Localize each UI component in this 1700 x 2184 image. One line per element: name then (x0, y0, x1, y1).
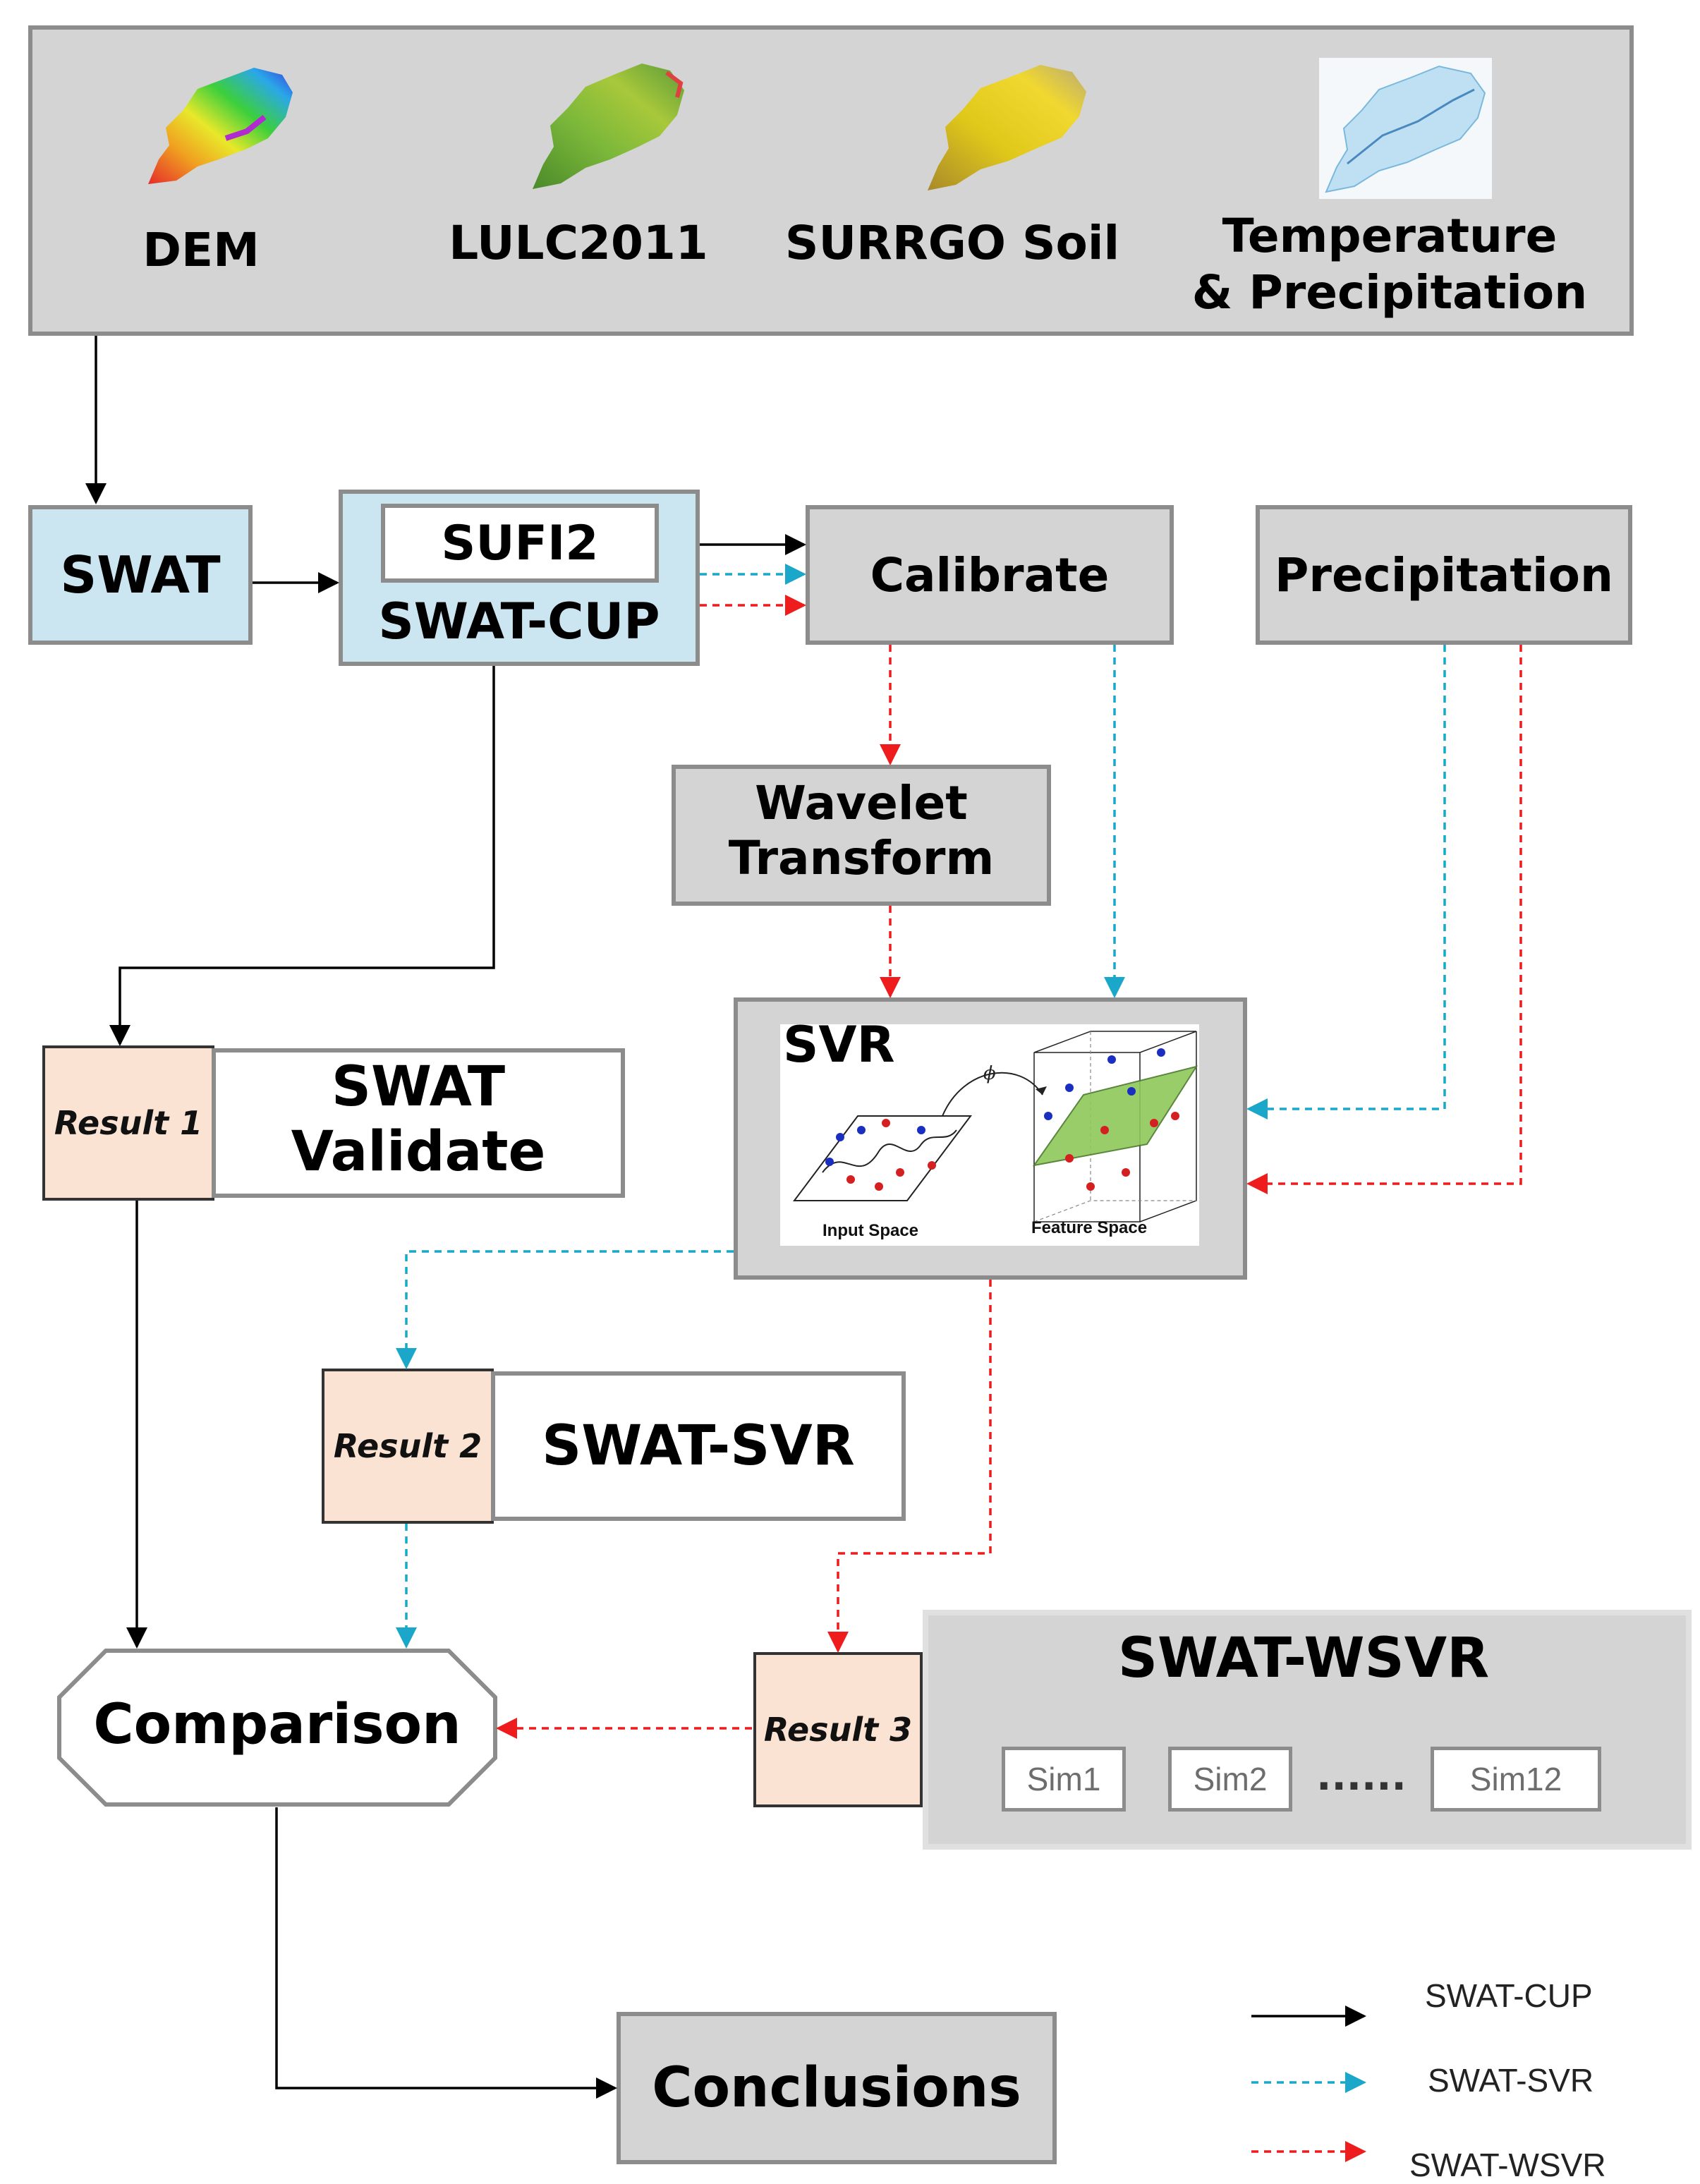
comparison-label: Comparison (93, 1693, 461, 1757)
lulc-label: LULC2011 (449, 216, 708, 270)
input-space-label: Input Space (822, 1221, 918, 1240)
comparison-octagon (57, 1649, 497, 1807)
swat-svr-box: SWAT-SVR (491, 1371, 906, 1521)
wavelet-label-line1: Wavelet (755, 776, 968, 830)
swat-cup-label: SWAT-CUP (378, 593, 660, 650)
swat-wsvr-label: SWAT-WSVR (1117, 1627, 1490, 1690)
result1-box: Result 1 (42, 1045, 214, 1201)
lulc-map-image (533, 63, 684, 189)
result2-box: Result 2 (322, 1369, 494, 1524)
soil-label: SURRGO Soil (784, 216, 1120, 270)
arrow-comparison-to-conclusions (275, 1807, 617, 2099)
soil-map-image (928, 65, 1086, 190)
result3-box: Result 3 (753, 1652, 923, 1807)
conclusions-box: Conclusions (617, 2012, 1057, 2164)
swat-validate-box (212, 1048, 625, 1198)
feature-space-label: Feature Space (1031, 1218, 1147, 1237)
arrow-precip-to-svr-red (1246, 645, 1522, 1194)
swat-box: SWAT (28, 505, 253, 645)
svr-illustration: ϕ Input Space Feature Space (780, 1024, 1199, 1246)
climate-map-image (1319, 58, 1492, 199)
wavelet-label-line2: Transform (728, 831, 995, 885)
svr-label: SVR (783, 1016, 895, 1074)
sim2-box: Sim2 (1168, 1747, 1292, 1812)
arrow-svr-to-result3 (827, 1280, 992, 1653)
arrow-precip-to-svr-cyan (1246, 645, 1446, 1120)
svr-phi-symbol: ϕ (983, 1063, 996, 1084)
sim1-box: Sim1 (1002, 1747, 1126, 1812)
precipitation-box: Precipitation (1256, 505, 1632, 645)
sufi2-box: SUFI2 (381, 504, 659, 583)
climate-label-line1: Temperature (1222, 209, 1558, 263)
dem-label: DEM (142, 223, 260, 277)
dem-map-image (148, 68, 293, 184)
climate-label-line2: & Precipitation (1191, 265, 1588, 320)
legend-label-swat-svr: SWAT-SVR (1428, 2062, 1594, 2099)
legend-label-swat-wsvr: SWAT-WSVR (1409, 2147, 1606, 2183)
calibrate-box: Calibrate (806, 505, 1174, 645)
swat-validate-line2: Validate (291, 1120, 546, 1184)
sim-ellipsis: ...... (1316, 1754, 1407, 1800)
legend-label-swat-cup: SWAT-CUP (1425, 1977, 1593, 2014)
swat-validate-line1: SWAT (331, 1055, 506, 1119)
wavelet-transform-box (672, 765, 1051, 906)
arrow-svr-to-result2 (396, 1250, 734, 1369)
sim12-box: Sim12 (1431, 1747, 1601, 1812)
arrow-swatcup-to-result1 (109, 666, 495, 1046)
